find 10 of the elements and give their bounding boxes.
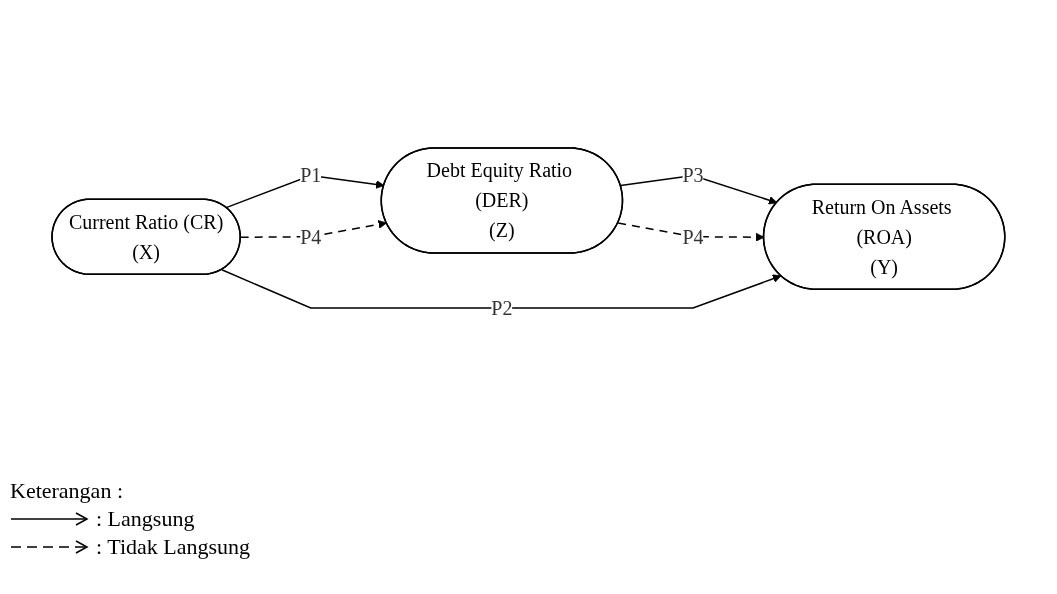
arrow xyxy=(221,268,782,309)
edge-label: P1 xyxy=(300,164,322,186)
edge-label: P4 xyxy=(300,225,322,248)
edge-label: P4 xyxy=(682,225,704,248)
arrow xyxy=(240,219,388,238)
legend-text: : Langsung xyxy=(96,506,195,532)
edge-label: P2 xyxy=(491,296,513,319)
edge-label: P3 xyxy=(682,164,704,186)
legend-text: : Tidak Langsung xyxy=(96,534,251,560)
legend-heading: Keterangan : xyxy=(10,478,124,504)
